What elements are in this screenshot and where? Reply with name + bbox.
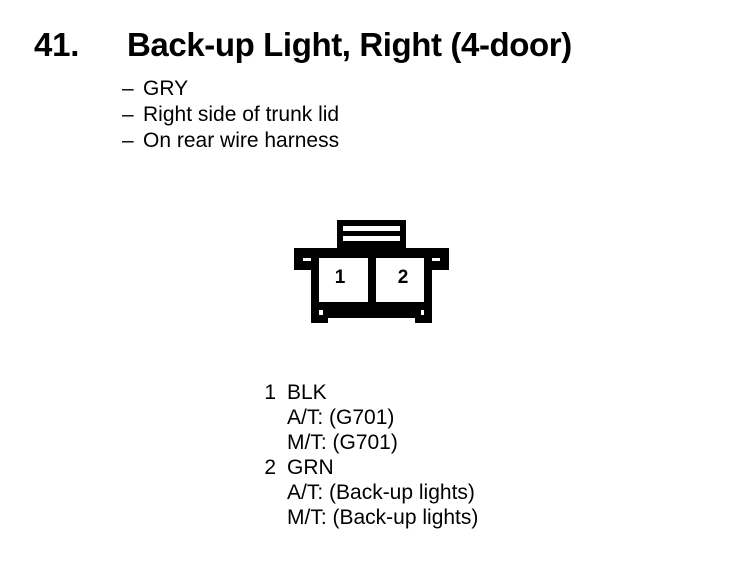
- cavity-1-number: 1: [335, 267, 346, 288]
- page-title: 41. Back-up Light, Right (4-door): [0, 22, 736, 68]
- pin-detail-text: A/T: (G701): [287, 406, 395, 429]
- dash-icon: –: [122, 103, 134, 126]
- list-item: – Right side of trunk lid: [122, 102, 542, 128]
- pin-number: 2: [264, 456, 276, 479]
- dash-icon: –: [122, 129, 134, 152]
- pin-detail-text: A/T: (Back-up lights): [287, 481, 475, 504]
- connector-diagram: 1 2: [290, 214, 460, 330]
- cavity-2-number: 2: [398, 267, 409, 288]
- item-number: 41.: [34, 26, 80, 63]
- pin-detail-text: M/T: (Back-up lights): [287, 506, 479, 529]
- pin-wire-color: BLK: [287, 381, 327, 404]
- pin-detail-row: A/T: (Back-up lights): [240, 480, 700, 505]
- list-item-label: On rear wire harness: [143, 129, 340, 152]
- pin-number: 1: [264, 381, 276, 404]
- list-item-label: Right side of trunk lid: [143, 103, 340, 126]
- pin-legend: 1 BLK A/T: (G701) M/T: (G701) 2 GRN A/T:…: [240, 380, 700, 530]
- pin-detail-row: M/T: (Back-up lights): [240, 505, 700, 530]
- pin-entry-2: 2 GRN A/T: (Back-up lights) M/T: (Back-u…: [240, 455, 700, 530]
- connector-body: [311, 258, 432, 310]
- pin-entry-1: 1 BLK A/T: (G701) M/T: (G701): [240, 380, 700, 455]
- list-item-label: GRY: [143, 77, 189, 100]
- dash-icon: –: [122, 77, 134, 100]
- list-item: – On rear wire harness: [122, 128, 542, 154]
- item-title: Back-up Light, Right (4-door): [127, 26, 572, 63]
- pin-header-row: 2 GRN: [240, 455, 700, 480]
- pin-detail-text: M/T: (G701): [287, 431, 398, 454]
- pin-wire-color: GRN: [287, 456, 334, 479]
- connector-shoulder: [294, 248, 449, 270]
- connector-feet: [311, 302, 432, 323]
- pin-detail-row: A/T: (G701): [240, 405, 700, 430]
- connector-latch-tab: [337, 220, 406, 249]
- pin-header-row: 1 BLK: [240, 380, 700, 405]
- description-list: – GRY – Right side of trunk lid – On rea…: [122, 76, 542, 154]
- list-item: – GRY: [122, 76, 542, 102]
- pin-detail-row: M/T: (G701): [240, 430, 700, 455]
